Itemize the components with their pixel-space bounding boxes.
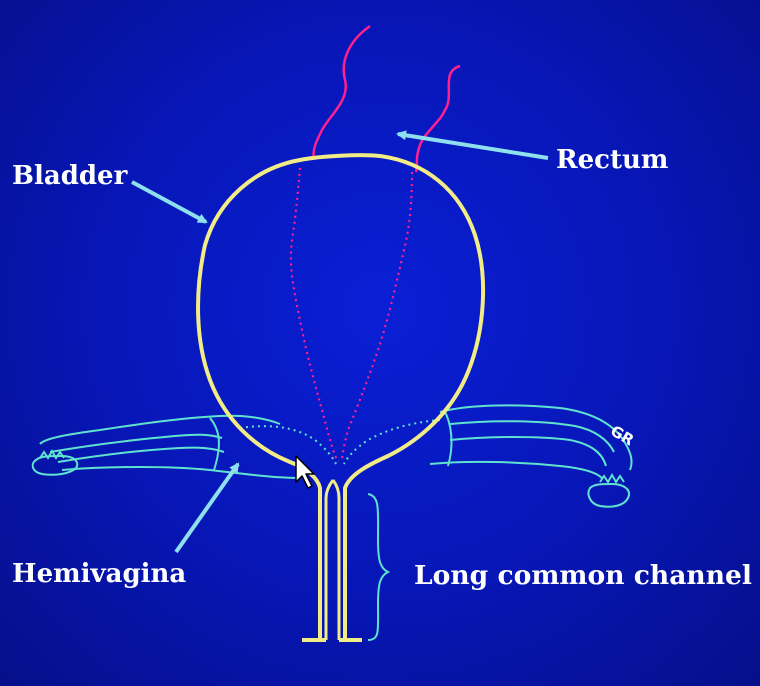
right-hemivagina [429, 404, 633, 508]
common-channel-inner-right [331, 479, 341, 640]
rectum-right-wall [414, 64, 461, 173]
rectum-arrow [396, 130, 549, 160]
rectum-right-dotted [340, 171, 414, 463]
bladder-arrow [131, 180, 208, 224]
common-channel-inner-left [324, 479, 335, 640]
bladder-label: Bladder [12, 161, 128, 191]
right-hemivagina-dotted [343, 419, 441, 465]
hemivagina-label: Hemivagina [12, 559, 186, 589]
channel-brace [367, 493, 391, 641]
rectum-label: Rectum [556, 145, 668, 175]
initials-label: GR [607, 422, 637, 450]
mouse-pointer-icon [295, 455, 315, 489]
hemivagina-arrow [174, 462, 240, 554]
left-hemivagina-dotted [239, 425, 337, 465]
rectum-left-wall [312, 24, 371, 161]
bladder-outline [196, 153, 486, 640]
left-hemivagina [31, 414, 301, 479]
long-common-channel-label: Long common channel [414, 561, 752, 591]
rectum-left-dotted [289, 167, 339, 463]
